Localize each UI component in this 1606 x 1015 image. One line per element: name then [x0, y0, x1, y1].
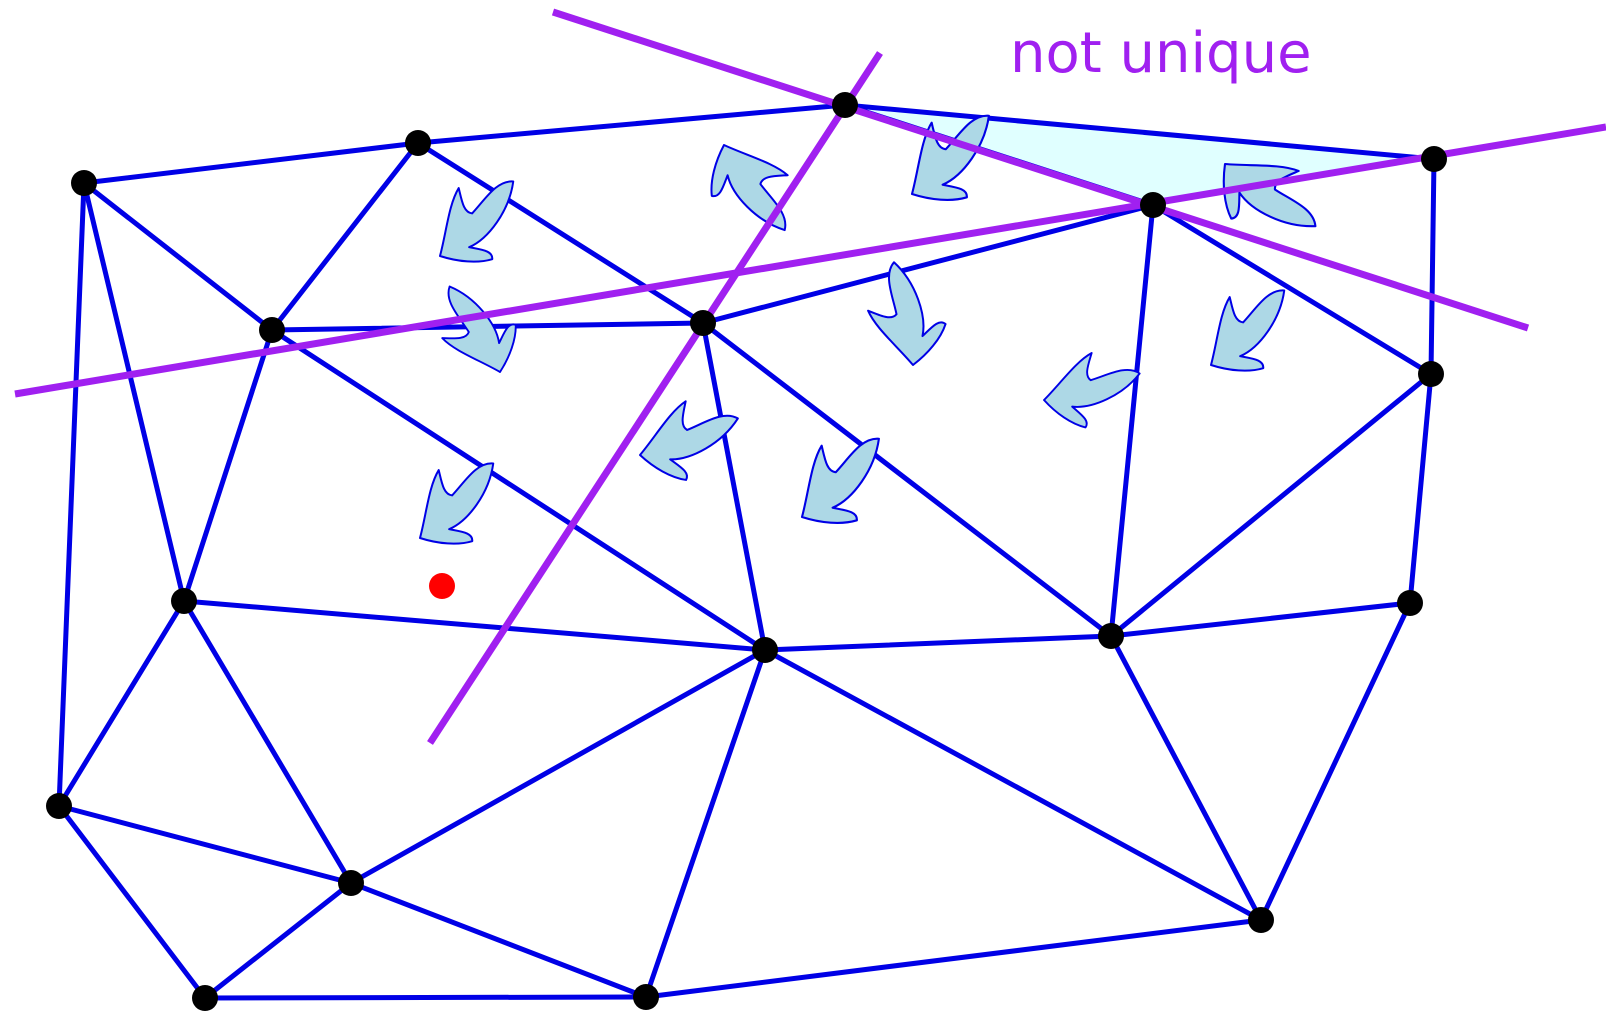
mesh-edge [1111, 603, 1410, 636]
not-unique-label: not unique [1010, 21, 1312, 86]
query-point-dot [429, 573, 455, 599]
mesh-edge [205, 883, 351, 998]
vertex-dot [1140, 192, 1166, 218]
mesh-edge [1431, 159, 1434, 374]
vertex-dot [259, 317, 285, 343]
vertex-dot [171, 588, 197, 614]
vertex-dot [1421, 146, 1447, 172]
vertex-dot [192, 985, 218, 1011]
mesh-edge [1261, 603, 1410, 920]
mesh-edge [59, 806, 351, 883]
mesh-edge [84, 183, 184, 601]
vertex-dot [690, 310, 716, 336]
mesh-edge [703, 323, 1111, 636]
vertex-dot [405, 130, 431, 156]
mesh-edge [184, 601, 351, 883]
mesh-edge [351, 650, 765, 883]
mesh-edge [646, 650, 765, 997]
vertex-dot [633, 984, 659, 1010]
vertex-dot [46, 793, 72, 819]
mesh-edge [59, 183, 84, 806]
mesh-edge [1153, 205, 1431, 374]
mesh-edge [1111, 374, 1431, 636]
vertex-dot [1397, 590, 1423, 616]
mesh-edge [646, 920, 1261, 997]
vertex-dot [71, 170, 97, 196]
mesh-edge [59, 601, 184, 806]
mesh-edge [59, 806, 205, 998]
direction-arrow-icon [414, 159, 543, 284]
vertex-dot [1418, 361, 1444, 387]
mesh-edge [184, 601, 765, 650]
mesh-edge [272, 143, 418, 330]
mesh-edge [418, 105, 845, 143]
mesh-edge [1111, 205, 1153, 636]
purple-lines [15, 12, 1606, 743]
vertex-dot [832, 92, 858, 118]
purple-line [15, 127, 1606, 394]
mesh-edge [84, 143, 418, 183]
mesh-edge [351, 883, 646, 997]
mesh-edge [703, 323, 765, 650]
mesh-edge [1410, 374, 1431, 603]
vertex-dot [338, 870, 364, 896]
direction-arrow-icon [394, 441, 523, 566]
direction-arrow-icon [864, 258, 949, 368]
vertex-dot [752, 637, 778, 663]
mesh-edge [765, 636, 1111, 650]
mesh-edge [184, 330, 272, 601]
direction-arrow-icon [775, 415, 910, 546]
mesh-edge [765, 650, 1261, 920]
mesh-edges [59, 105, 1434, 998]
vertex-dot [1098, 623, 1124, 649]
vertex-dot [1248, 907, 1274, 933]
mesh-edge [205, 997, 646, 998]
direction-arrow-icon [1185, 268, 1314, 393]
